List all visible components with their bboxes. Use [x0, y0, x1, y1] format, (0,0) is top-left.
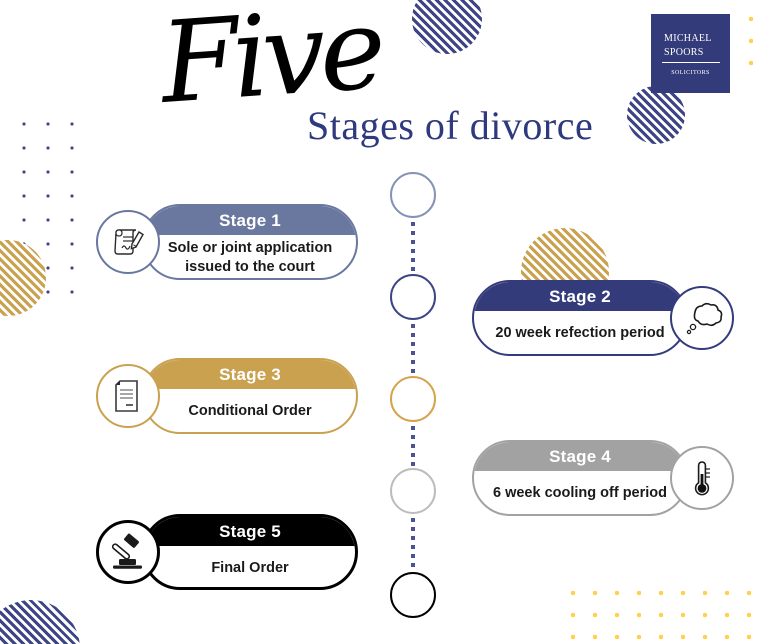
timeline-connector-2: [411, 324, 415, 376]
thought-bubble-icon-bubble: [670, 286, 734, 350]
stage-text-4: 6 week cooling off period: [492, 485, 668, 501]
stage-label-3: Stage 3: [144, 360, 356, 389]
timeline-node-1: [390, 172, 436, 218]
thought-bubble-icon: [686, 302, 723, 335]
scroll-pen-icon-bubble: [96, 210, 160, 274]
stage-text-2: 20 week refection period: [495, 325, 665, 341]
stage-card-3[interactable]: Stage 3 Conditional Order: [142, 358, 358, 434]
decor-dotgrid-topright: [736, 4, 768, 72]
timeline-connector-1: [411, 222, 415, 274]
logo-line-3: SOLICITORS: [671, 66, 710, 76]
document-icon-bubble: [96, 364, 160, 428]
stage-label-4: Stage 4: [474, 442, 686, 471]
logo-divider: [661, 62, 720, 63]
timeline-node-5: [390, 572, 436, 618]
timeline-node-4: [390, 468, 436, 514]
document-icon: [115, 380, 138, 412]
decor-striped-circle-left: [0, 240, 46, 316]
logo-line-2: SPOORS: [664, 44, 704, 59]
page-title-script: Five: [156, 0, 385, 129]
thermometer-icon-bubble: [670, 446, 734, 510]
stage-text-5: Final Order: [211, 560, 289, 576]
scroll-pen-icon: [114, 229, 144, 255]
timeline-connector-4: [411, 518, 415, 572]
decor-dotgrid-bottomright: [558, 578, 768, 644]
stage-label-1: Stage 1: [144, 206, 356, 235]
stage-card-4[interactable]: Stage 4 6 week cooling off period: [472, 440, 688, 516]
company-logo: MICHAEL SPOORS SOLICITORS: [651, 14, 730, 93]
thermometer-icon: [694, 461, 710, 496]
page-subtitle: Stages of divorce: [307, 103, 594, 148]
timeline-node-2: [390, 274, 436, 320]
decor-striped-circle-logo: [627, 86, 685, 144]
decor-striped-circle-bottomleft: [0, 600, 80, 644]
stage-text-3: Conditional Order: [188, 403, 312, 419]
stage-card-2[interactable]: Stage 2 20 week refection period: [472, 280, 688, 356]
gavel-icon-bubble: [96, 520, 160, 584]
stage-card-5[interactable]: Stage 5 Final Order: [142, 514, 358, 590]
logo-line-1: MICHAEL: [664, 30, 712, 45]
stage-card-1[interactable]: Stage 1 Sole or joint application issued…: [142, 204, 358, 280]
stage-label-5: Stage 5: [145, 517, 355, 546]
decor-striped-circle-top: [412, 0, 482, 54]
timeline-node-3: [390, 376, 436, 422]
decor-dotgrid-left: [8, 108, 78, 298]
gavel-icon: [111, 532, 142, 569]
timeline-connector-3: [411, 426, 415, 478]
stage-label-2: Stage 2: [474, 282, 686, 311]
stage-text-1: Sole or joint application issued to the …: [167, 239, 333, 275]
